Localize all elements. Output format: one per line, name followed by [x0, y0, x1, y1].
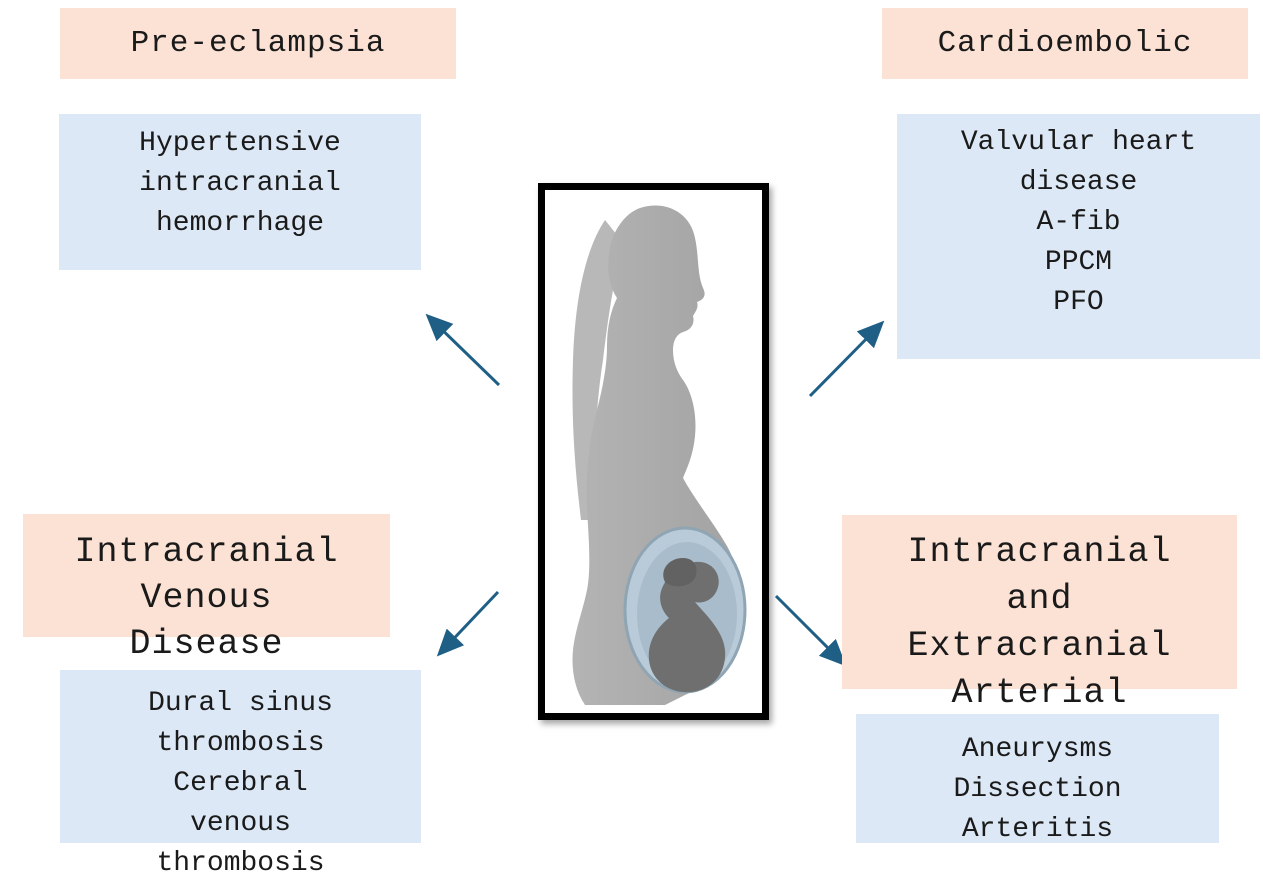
- arrow-to-arterial: [776, 596, 840, 660]
- arterial-details-box: Aneurysms Dissection Arteritis: [856, 714, 1219, 843]
- arterial-title-line: Intracranial: [842, 532, 1237, 572]
- venous-detail: Dural sinus: [60, 688, 421, 719]
- arterial-title-box: Intracranial and Extracranial Arterial: [842, 515, 1237, 689]
- venous-title-line: Intracranial: [23, 532, 390, 572]
- arterial-title-line: and: [842, 579, 1237, 619]
- venous-title-line: Disease: [23, 624, 390, 664]
- venous-detail: venous: [60, 808, 421, 839]
- venous-detail: thrombosis: [60, 728, 421, 759]
- venous-details-box: Dural sinus thrombosis Cerebral venous t…: [60, 670, 421, 843]
- arrow-to-pre-eclampsia: [432, 320, 499, 385]
- arterial-title-line: Extracranial: [842, 626, 1237, 666]
- venous-title-box: Intracranial Venous Disease: [23, 514, 390, 637]
- arterial-detail: Dissection: [856, 774, 1219, 805]
- arterial-detail: Aneurysms: [856, 734, 1219, 765]
- arrow-to-venous: [443, 592, 498, 650]
- arrow-to-cardioembolic: [810, 327, 878, 396]
- venous-title-line: Venous: [23, 578, 390, 618]
- venous-detail: thrombosis: [60, 848, 421, 879]
- venous-detail: Cerebral: [60, 768, 421, 799]
- arterial-detail: Arteritis: [856, 814, 1219, 845]
- arterial-title-line: Arterial: [842, 673, 1237, 711]
